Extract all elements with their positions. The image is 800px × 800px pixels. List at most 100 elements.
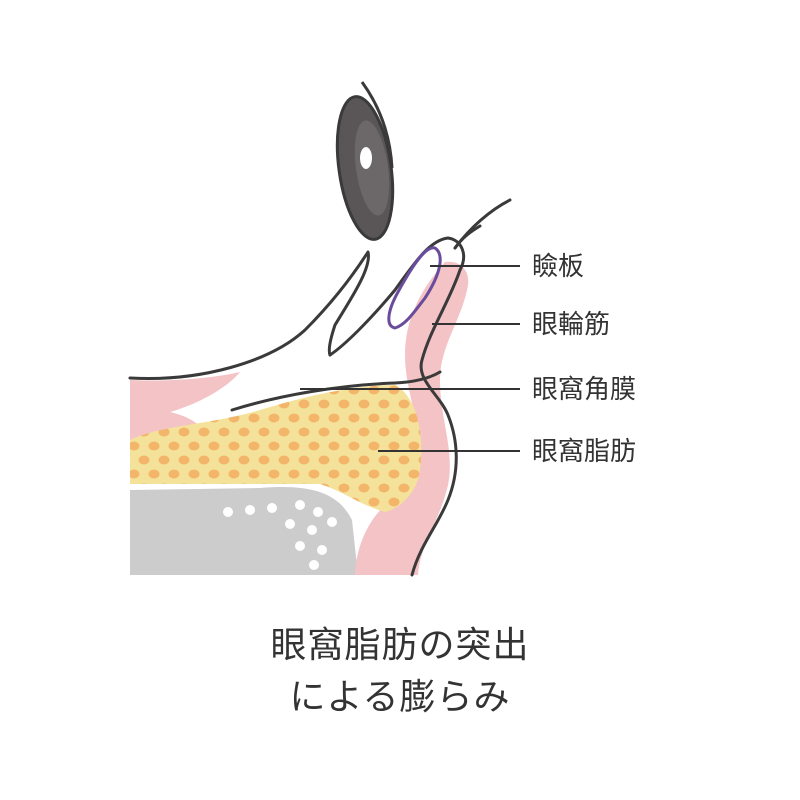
- fat-dot: [268, 413, 280, 423]
- fat-dot: [378, 483, 390, 493]
- fat-dot: [358, 455, 370, 465]
- fat-dot: [398, 483, 410, 493]
- fat-dot: [398, 427, 410, 437]
- fat-dot: [148, 441, 160, 451]
- fat-dot: [188, 441, 200, 451]
- fat-dot: [318, 427, 330, 437]
- fat-dot: [288, 413, 300, 423]
- fat-dot: [228, 469, 240, 479]
- fat-dot: [278, 455, 290, 465]
- fat-dot: [268, 469, 280, 479]
- fat-dot: [198, 399, 210, 409]
- fat-dot: [178, 427, 190, 437]
- fat-dot: [248, 441, 260, 451]
- fat-dot: [378, 455, 390, 465]
- fat-dot: [318, 399, 330, 409]
- fat-dot: [368, 469, 380, 479]
- fat-dot: [308, 469, 320, 479]
- fat-dot: [348, 441, 360, 451]
- fat-dot: [338, 483, 350, 493]
- fat-dot: [178, 455, 190, 465]
- eyeball: [335, 81, 395, 241]
- fat-dot: [138, 455, 150, 465]
- fat-dot: [188, 469, 200, 479]
- fat-dot: [168, 469, 180, 479]
- fat-dot: [328, 441, 340, 451]
- fat-dot: [388, 441, 400, 451]
- fat-dot: [368, 441, 380, 451]
- fat-dot: [258, 427, 270, 437]
- fat-dot: [348, 469, 360, 479]
- fat-dot: [158, 455, 170, 465]
- label-septum: 眼窩角膜: [532, 375, 636, 405]
- orbital-bone: [130, 487, 358, 575]
- fat-dot: [388, 413, 400, 423]
- fat-dot: [238, 427, 250, 437]
- fat-dot: [368, 497, 380, 507]
- fat-dot: [378, 399, 390, 409]
- fat-dot: [398, 455, 410, 465]
- fat-dot: [218, 427, 230, 437]
- fat-dot: [208, 469, 220, 479]
- fat-dot: [228, 413, 240, 423]
- fat-dot: [358, 399, 370, 409]
- fat-dot: [268, 385, 280, 395]
- leader-lines: [300, 265, 520, 452]
- label-orbicularis: 眼輪筋: [532, 310, 610, 340]
- fat-dot: [130, 441, 140, 451]
- fat-dot: [208, 441, 220, 451]
- fat-dot: [168, 441, 180, 451]
- fat-dot: [398, 399, 410, 409]
- fat-dot: [298, 455, 310, 465]
- fat-dot: [218, 399, 230, 409]
- caption-line-1: 眼窩脂肪の突出: [270, 625, 530, 666]
- fat-dot: [228, 385, 240, 395]
- fat-dot: [318, 483, 330, 493]
- fat-dot: [338, 399, 350, 409]
- fat-dot: [378, 427, 390, 437]
- fat-dot: [318, 455, 330, 465]
- fat-dot: [308, 413, 320, 423]
- fat-dot: [368, 413, 380, 423]
- fat-dot: [248, 413, 260, 423]
- orbicularis-muscle-upper: [130, 372, 240, 441]
- fat-dot: [408, 469, 420, 479]
- fat-dot: [358, 483, 370, 493]
- fat-dot: [408, 441, 420, 451]
- fat-dot: [328, 413, 340, 423]
- fat-dot: [258, 455, 270, 465]
- fat-dot: [238, 455, 250, 465]
- fat-dot: [198, 455, 210, 465]
- fat-dot: [288, 469, 300, 479]
- fat-dot: [298, 399, 310, 409]
- caption-line-2: による膨らみ: [289, 677, 511, 718]
- label-fat: 眼窩脂肪: [532, 437, 636, 467]
- fat-dot: [338, 427, 350, 437]
- fat-dot: [278, 427, 290, 437]
- fat-dot: [130, 469, 140, 479]
- fat-dot: [388, 469, 400, 479]
- fat-dot: [328, 469, 340, 479]
- tarsal-plate: [387, 246, 442, 330]
- fat-dot: [248, 469, 260, 479]
- fat-dot: [248, 385, 260, 395]
- fat-dot: [218, 455, 230, 465]
- fat-dot: [148, 469, 160, 479]
- fat-dot: [228, 441, 240, 451]
- fat-dot: [348, 413, 360, 423]
- fat-dot: [388, 497, 400, 507]
- fat-dot: [308, 441, 320, 451]
- fat-dot: [208, 413, 220, 423]
- fat-dot: [268, 441, 280, 451]
- fat-dot: [198, 427, 210, 437]
- bone-dots: [223, 500, 337, 570]
- fat-dot: [278, 399, 290, 409]
- fat-dot: [348, 497, 360, 507]
- orbicularis-muscle-lower: [355, 261, 469, 575]
- fat-dot: [338, 455, 350, 465]
- label-tarsus: 瞼板: [532, 252, 584, 282]
- fat-dot: [288, 441, 300, 451]
- fat-dot: [358, 427, 370, 437]
- fat-dot: [298, 427, 310, 437]
